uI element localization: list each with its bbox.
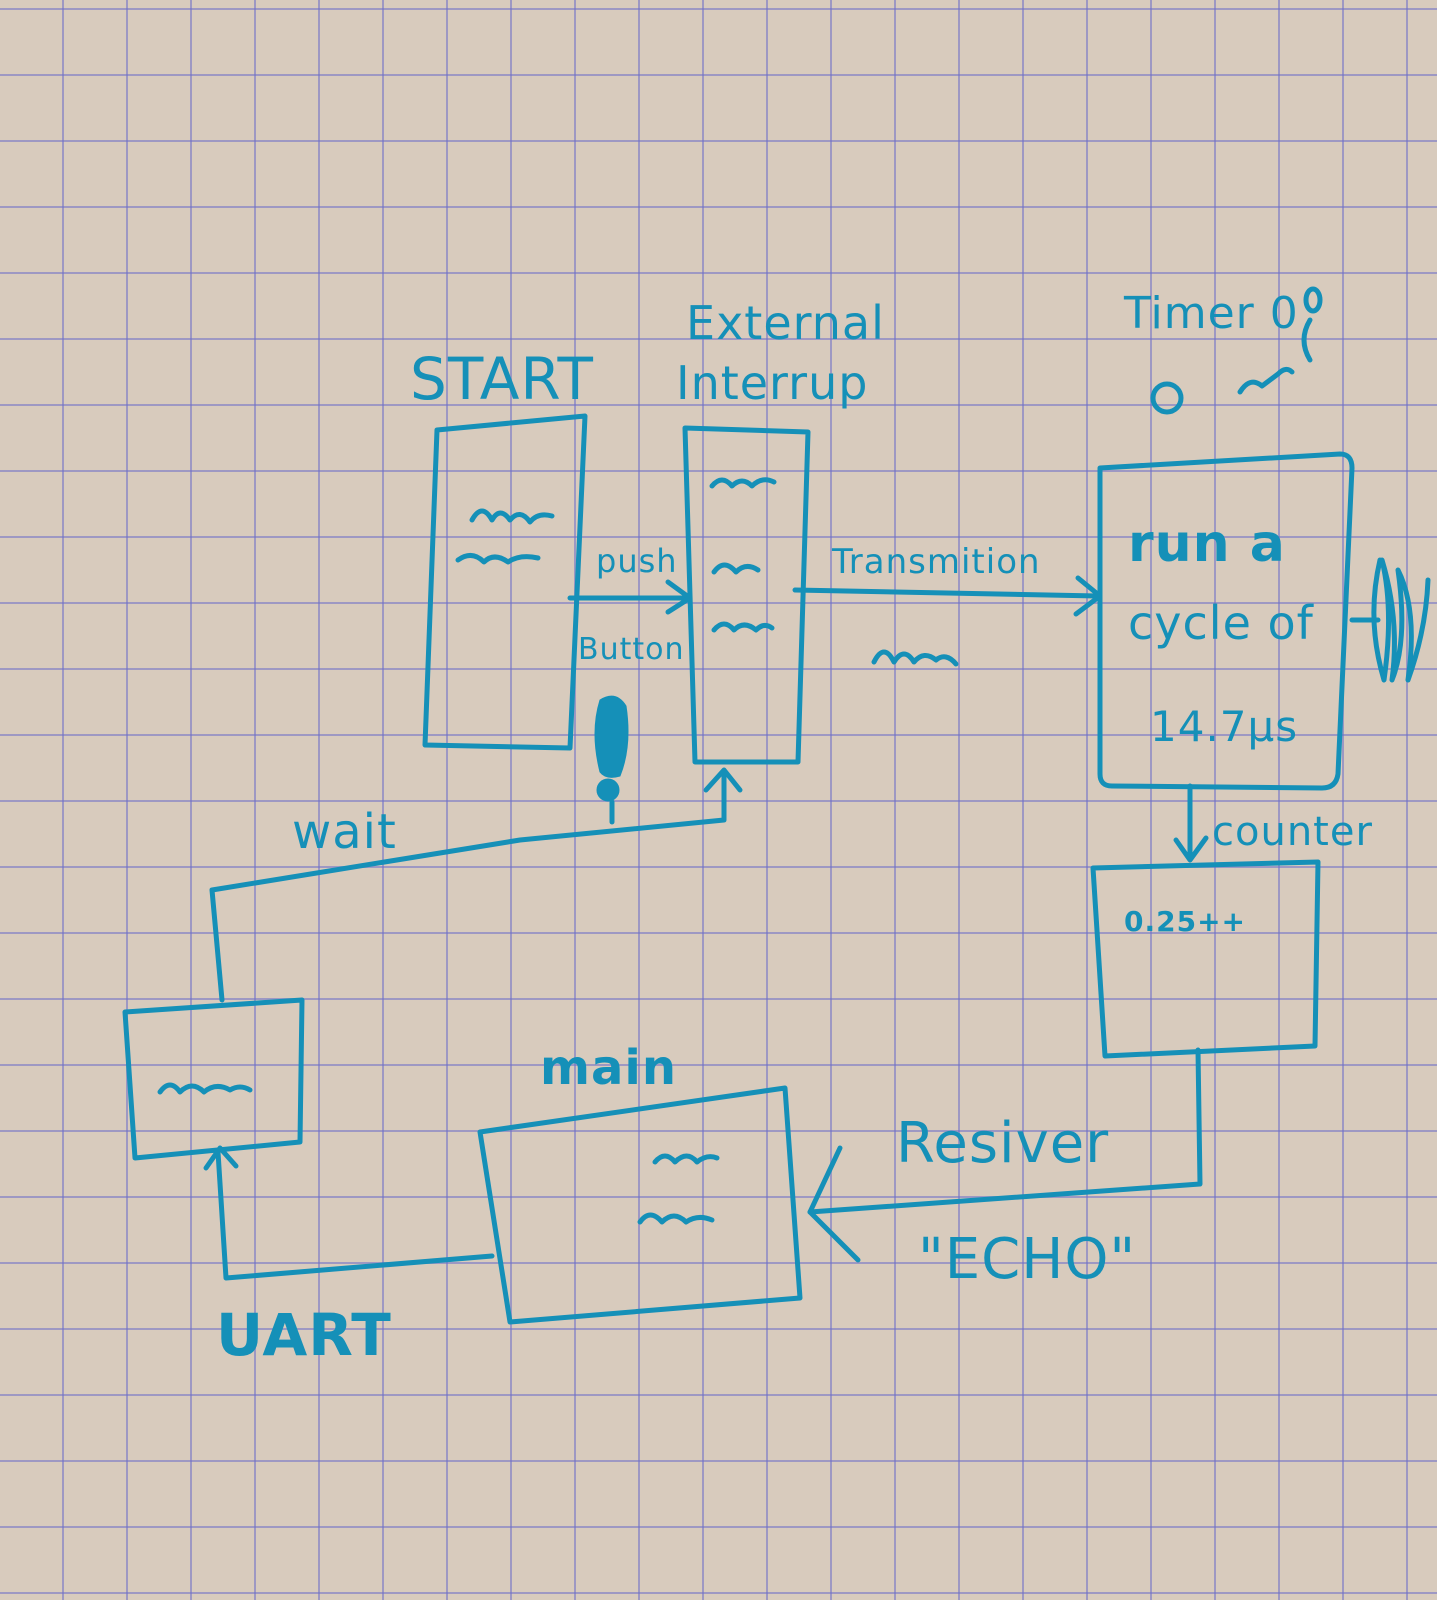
timer-circle-right — [1303, 286, 1323, 314]
uart-label: UART — [216, 1301, 392, 1369]
timer-text-line1: run a — [1128, 514, 1286, 574]
transmition-label: Transmition — [832, 542, 1041, 582]
button-dot — [596, 778, 620, 802]
timer-box — [1097, 451, 1355, 791]
wait-box — [122, 997, 305, 1161]
timer-text-line3: 14.7μs — [1150, 702, 1299, 751]
timer-text-line2: cycle of — [1128, 596, 1314, 650]
handwritten-notes — [157, 366, 1295, 1225]
start-box — [422, 413, 588, 751]
timer-label: Timer 0 — [1124, 288, 1299, 339]
counter-label: counter — [1212, 809, 1373, 855]
transmition-arrowhead — [1073, 575, 1103, 617]
push-arrowhead — [665, 579, 693, 615]
uart-line — [215, 1149, 495, 1281]
resiver-label: Resiver — [896, 1111, 1110, 1176]
echo-label: "ECHO" — [918, 1227, 1137, 1292]
timer-bracket — [1301, 317, 1313, 363]
resiver-arrowhead — [807, 1145, 861, 1263]
external-interrupt-box — [682, 425, 811, 765]
uart-arrowhead — [203, 1145, 239, 1171]
interrupt-label: Interrup — [676, 356, 869, 410]
button-marker — [594, 695, 629, 778]
transmition-arrow — [792, 587, 1101, 599]
wait-arrowhead — [703, 767, 743, 793]
counter-value: 0.25++ — [1124, 905, 1247, 938]
button-label: Button — [578, 632, 685, 667]
counter-arrowhead — [1173, 835, 1209, 863]
main-label: main — [540, 1040, 678, 1096]
push-label: push — [596, 542, 678, 580]
wait-line — [209, 769, 727, 1003]
start-label: START — [410, 345, 594, 413]
counter-box — [1090, 859, 1321, 1059]
external-label: External — [686, 296, 885, 350]
scribble-blob — [1349, 557, 1431, 683]
timer-circle-left — [1150, 381, 1184, 415]
wait-label: wait — [292, 804, 397, 860]
resiver-line — [807, 1047, 1203, 1215]
main-box — [477, 1085, 803, 1325]
